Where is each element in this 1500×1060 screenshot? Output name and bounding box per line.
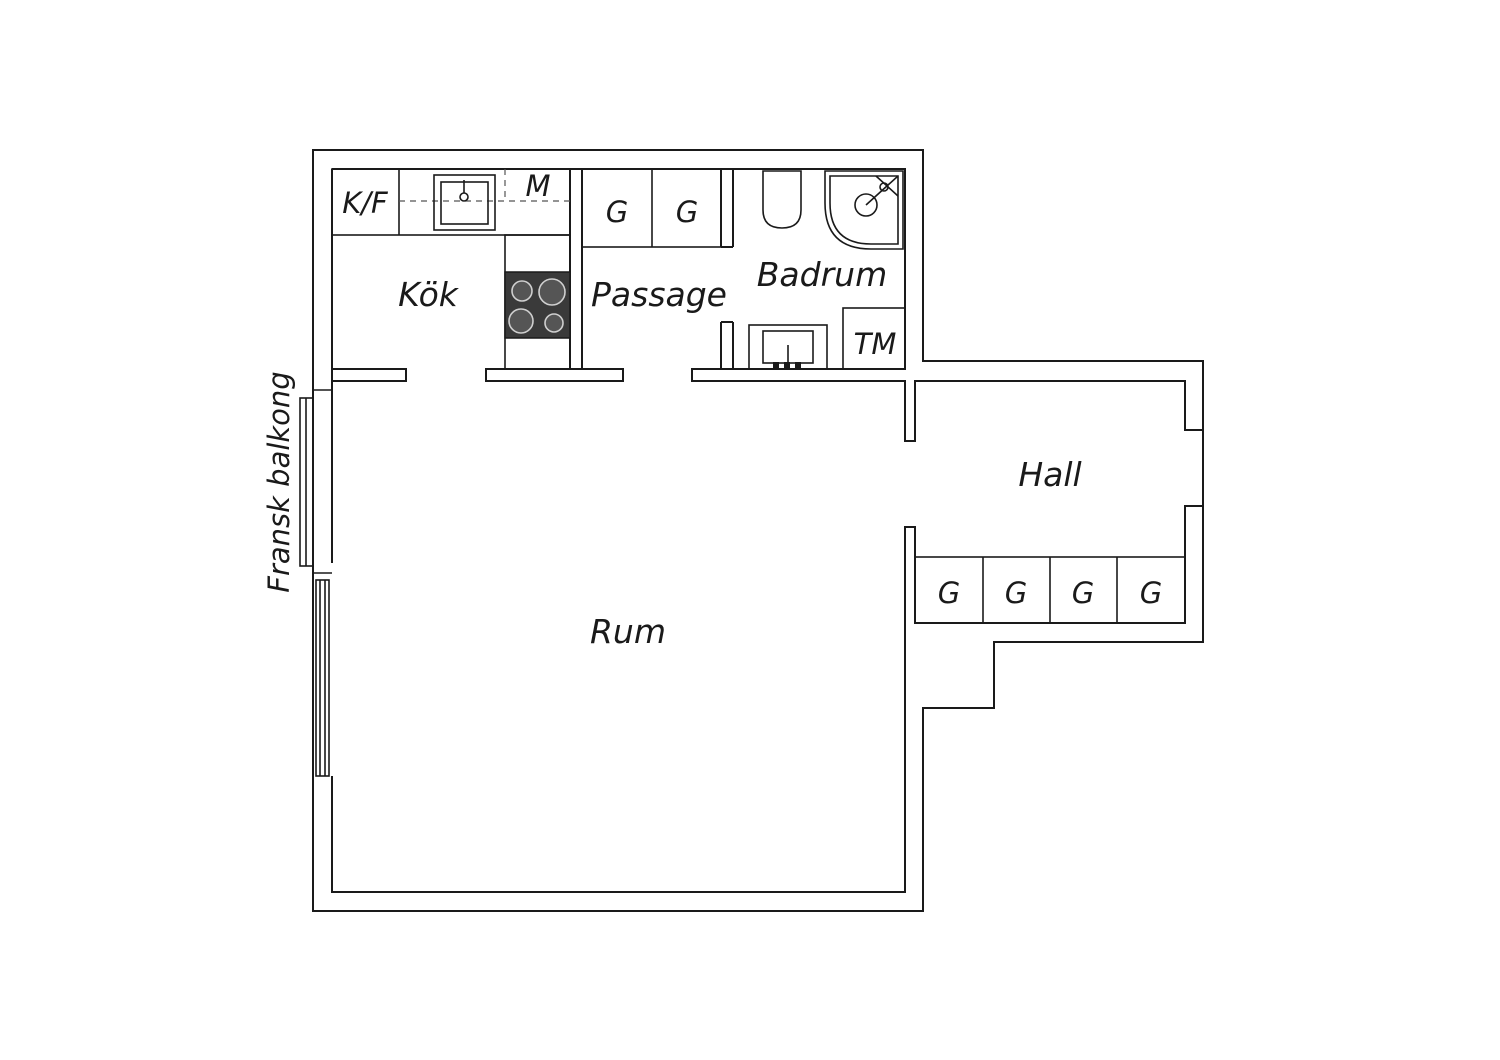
- fixture-label-kf: K/F: [342, 186, 389, 220]
- washbasin-icon: [748, 324, 828, 370]
- balcony-window: [299, 389, 332, 777]
- room-label-kok: Kök: [398, 275, 460, 314]
- toilet-icon: [762, 170, 802, 229]
- passage-wardrobes: [581, 168, 722, 248]
- wardrobe-label: G: [606, 195, 628, 229]
- wardrobe-label: G: [1140, 576, 1162, 610]
- room-label-passage: Passage: [591, 275, 727, 314]
- wardrobe-label: G: [1072, 576, 1094, 610]
- wardrobe-label: G: [1005, 576, 1027, 610]
- room-label-badrum: Badrum: [757, 255, 887, 294]
- fixture-label-m: M: [525, 169, 550, 203]
- room-label-hall: Hall: [1018, 455, 1081, 494]
- fixture-label-tm: TM: [854, 327, 897, 361]
- shower-icon: [824, 170, 904, 250]
- balcony-label: Fransk balkong: [262, 371, 296, 592]
- stove-icon: [504, 271, 571, 339]
- room-label-rum: Rum: [590, 612, 666, 651]
- washing-machine: [842, 307, 906, 370]
- wardrobe-label: G: [676, 195, 698, 229]
- hall-wardrobes: [914, 556, 1186, 624]
- sink-icon: [433, 174, 496, 231]
- wardrobe-label: G: [938, 576, 960, 610]
